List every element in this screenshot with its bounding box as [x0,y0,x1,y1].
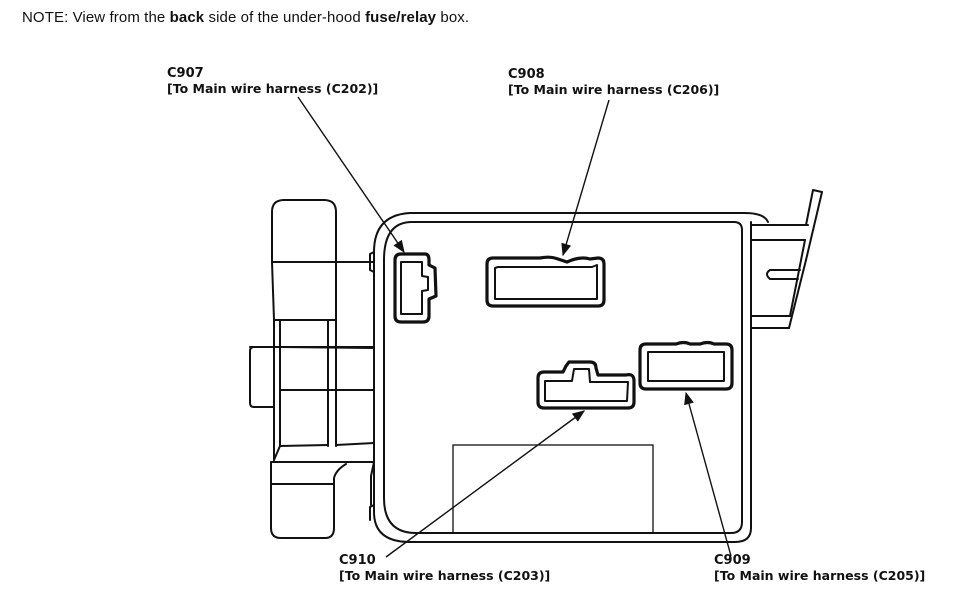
leader-c907 [297,96,405,254]
left-mounting-bracket [249,199,375,539]
connector-id: C910 [339,553,376,568]
connector-c907-socket [393,252,438,324]
right-mounting-clip [750,189,823,329]
connector-description: [To Main wire harness (C203)] [339,568,551,583]
callout-c910: C910 [To Main wire harness (C203)] [339,553,550,583]
connector-description: [To Main wire harness (C205)] [714,568,926,583]
connector-id: C907 [167,66,204,81]
leader-c909 [684,391,732,557]
callout-c909: C909 [To Main wire harness (C205)] [714,553,925,583]
note-emphasis-fuse-relay: fuse/relay [365,9,437,26]
callout-c907: C907 [To Main wire harness (C202)] [167,66,378,96]
connector-description: [To Main wire harness (C202)] [167,81,379,96]
connector-id: C909 [714,553,751,568]
connector-description: [To Main wire harness (C206)] [508,82,720,97]
connector-c909-socket [638,340,734,391]
note-text: NOTE: View from the back side of the und… [22,9,470,26]
connector-c910-socket [536,360,636,410]
connector-id: C908 [508,67,545,82]
callout-c908: C908 [To Main wire harness (C206)] [508,67,719,97]
fuse-relay-box-housing [369,212,769,543]
note-emphasis-back: back [169,9,205,26]
leader-c908 [561,99,610,257]
leader-c910 [385,410,586,558]
connector-c908-socket [485,255,606,308]
